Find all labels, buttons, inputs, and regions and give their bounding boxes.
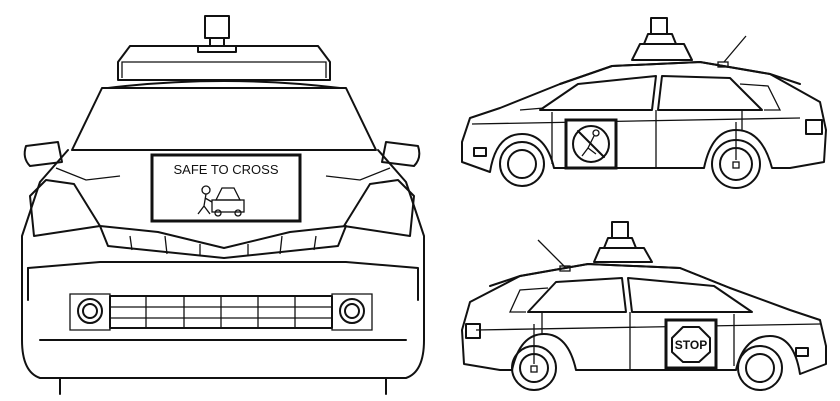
body-outline-bottom [461,263,827,375]
no-pedestrian-sign [564,118,618,170]
right-mirror [381,141,421,167]
front-wheel-bottom [737,345,783,391]
roof-outline [107,80,341,89]
side-view-bottom-car: STOP [461,221,827,391]
right-fog-light [339,298,365,324]
side-view-top-car [461,17,827,189]
lower-grille [109,295,333,329]
upper-grille [99,225,347,259]
stop-sign-text: STOP [675,338,707,352]
front-wheel-top [499,141,545,187]
roof-rack [117,45,331,81]
display-text: SAFE TO CROSS [174,162,279,177]
front-display-panel: SAFE TO CROSS [150,153,302,223]
windows-bottom [627,277,753,313]
left-headlight [29,179,101,237]
pedestrian-car-pictogram [197,185,245,217]
left-fog-light [77,298,103,324]
body-outline [21,149,425,379]
windows-top [539,75,657,111]
stop-sign: STOP [664,318,718,370]
right-headlight [343,179,415,237]
body-outline-top [461,61,827,173]
windshield [71,87,377,151]
roof-sensor-top [650,17,668,35]
roof-sensor-bottom [611,221,629,239]
front-bumper [27,261,419,301]
front-view-car [21,15,425,395]
